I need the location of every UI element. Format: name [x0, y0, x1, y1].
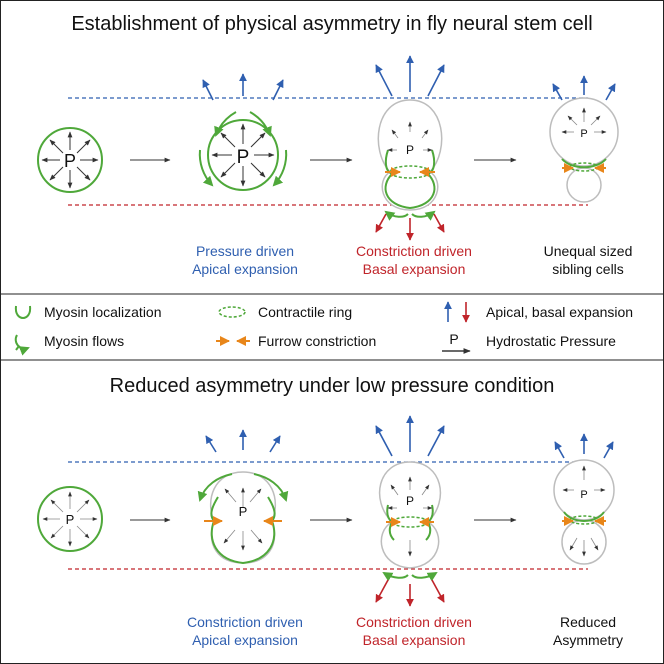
basal-expansion-arrow: [375, 213, 387, 233]
caption-stage-3-line-1: Constriction driven: [356, 614, 472, 630]
cell-stage-2: P: [198, 73, 288, 191]
pressure-label: P: [66, 512, 75, 527]
cell-stage-4: P: [549, 75, 619, 203]
caption-stage-4-line-1: Unequal sized: [544, 243, 633, 259]
legend-item-contractile-ring: Contractile ring: [218, 304, 352, 320]
myosin-flow-arrow: [249, 111, 272, 137]
myosin-flow-arrow: [214, 111, 237, 137]
bottom-panel: Reduced asymmetry under low pressure con…: [37, 375, 623, 648]
caption-stage-4-line-1: Reduced: [560, 614, 616, 630]
myosin-flow-arrow: [411, 571, 438, 582]
myosin-flow-arrow: [198, 149, 214, 187]
pressure-label: P: [239, 504, 248, 519]
top-panel: Establishment of physical asymmetry in f…: [37, 13, 633, 277]
caption-stage-4-line-2: Asymmetry: [553, 632, 623, 648]
pressure-label: P: [64, 151, 76, 171]
apical-expansion-arrow: [272, 79, 284, 101]
apical-expansion-arrow: [375, 425, 393, 457]
pressure-symbol: P: [449, 331, 458, 347]
legend-item-apical-basal-expansion: Apical, basal expansion: [444, 301, 633, 323]
contractile-ring-icon: [218, 306, 246, 318]
myosin-flow-arrow: [382, 571, 409, 582]
svg-text:Myosin localization: Myosin localization: [44, 304, 162, 320]
caption-stage-2-line-2: Apical expansion: [192, 261, 298, 277]
basal-expansion-arrow: [431, 579, 445, 603]
cell-stage-1-low-pressure: P: [37, 486, 103, 552]
myosin-flow-arrow: [384, 210, 409, 221]
apical-expansion-arrow: [202, 79, 214, 101]
apical-expansion-arrow: [427, 64, 445, 97]
svg-text:Contractile ring: Contractile ring: [258, 304, 352, 320]
caption-stage-4-line-2: sibling cells: [552, 261, 624, 277]
caption-stage-3-line-1: Constriction driven: [356, 243, 472, 259]
svg-text:Hydrostatic Pressure: Hydrostatic Pressure: [486, 333, 616, 349]
apical-expansion-arrow: [605, 83, 616, 101]
caption-stage-3-line-2: Basal expansion: [363, 261, 466, 277]
apical-expansion-arrow: [205, 435, 217, 453]
svg-text:Apical, basal expansion: Apical, basal expansion: [486, 304, 633, 320]
pressure-label: P: [406, 143, 414, 157]
myosin-localization-icon: [14, 305, 32, 319]
apical-expansion-arrow: [552, 83, 563, 101]
legend: Myosin localization Myosin flows Contrac…: [14, 301, 633, 356]
bottom-panel-title: Reduced asymmetry under low pressure con…: [110, 375, 555, 397]
cell-stage-3-low-pressure: P: [375, 415, 445, 607]
myosin-flow-arrow: [411, 210, 436, 221]
caption-stage-3-line-2: Basal expansion: [363, 632, 466, 648]
cell-stage-1: P: [37, 127, 103, 193]
caption-stage-2-line-2: Apical expansion: [192, 632, 298, 648]
apical-expansion-arrow: [603, 441, 614, 459]
myosin-flow-icon: [14, 334, 30, 356]
svg-text:Myosin flows: Myosin flows: [44, 333, 124, 349]
basal-expansion-arrow: [375, 579, 389, 603]
myosin-flow-arrow: [272, 149, 288, 187]
cell-stage-2-low-pressure: P: [197, 429, 289, 565]
basal-expansion-arrow: [433, 213, 445, 233]
apical-expansion-arrow: [269, 435, 281, 453]
pressure-label: P: [580, 489, 587, 501]
legend-item-hydrostatic-pressure: P Hydrostatic Pressure: [442, 331, 616, 354]
caption-stage-2-line-1: Constriction driven: [187, 614, 303, 630]
apical-expansion-arrow: [554, 441, 565, 459]
apical-expansion-arrow: [427, 425, 445, 457]
pressure-label: P: [237, 147, 250, 168]
apical-expansion-arrow: [375, 64, 393, 97]
caption-stage-2-line-1: Pressure driven: [196, 243, 294, 259]
pressure-label: P: [580, 128, 587, 140]
svg-text:Furrow constriction: Furrow constriction: [258, 333, 376, 349]
cell-stage-3: P: [375, 55, 445, 241]
top-panel-title: Establishment of physical asymmetry in f…: [71, 13, 592, 35]
pressure-label: P: [406, 494, 414, 508]
legend-item-myosin-flows: Myosin flows: [14, 333, 124, 356]
myosin-flow-arrow: [253, 473, 289, 502]
myosin-flow-arrow: [197, 473, 233, 502]
legend-item-furrow-constriction: Furrow constriction: [216, 333, 376, 349]
legend-item-myosin-localization: Myosin localization: [14, 304, 162, 320]
cell-stage-4-low-pressure: P: [553, 433, 615, 565]
